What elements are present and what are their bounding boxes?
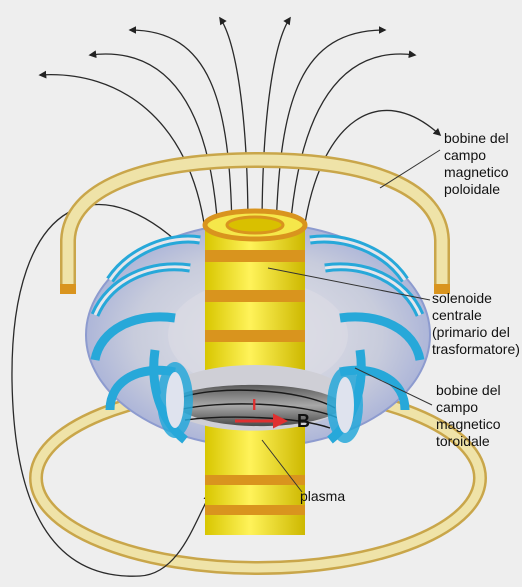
- label-toroidal-coils: bobine del campo magnetico toroidale: [436, 382, 501, 450]
- label-poloidal-coils: bobine del campo magnetico poloidale: [444, 130, 509, 198]
- field-symbol: B: [297, 412, 310, 430]
- label-plasma: plasma: [300, 488, 345, 505]
- current-symbol: I: [252, 398, 256, 414]
- label-central-solenoid: solenoide centrale (primario del trasfor…: [432, 290, 520, 358]
